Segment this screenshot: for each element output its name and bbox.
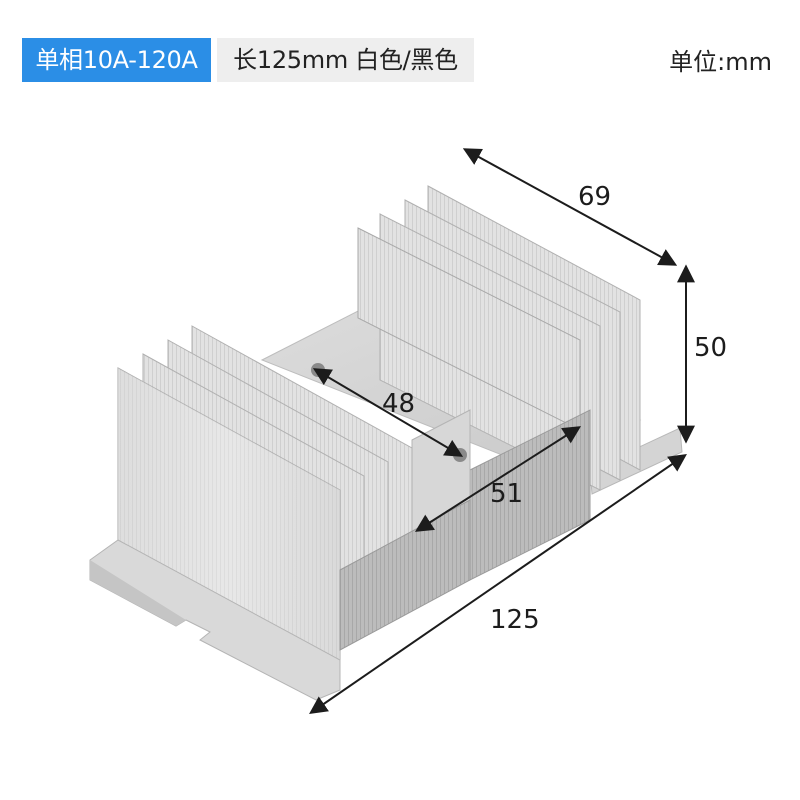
- depth-label: 69: [578, 182, 611, 212]
- spec-tag: 长125mm 白色/黑色: [217, 38, 474, 82]
- mount-width-label: 51: [490, 479, 523, 509]
- height-label: 50: [694, 333, 727, 363]
- unit-label: 单位:mm: [669, 48, 772, 76]
- dimension-lines: [309, 148, 695, 715]
- hole-spacing-label: 48: [382, 389, 415, 419]
- heatsink-body: [89, 185, 683, 701]
- length-label: 125: [490, 605, 540, 635]
- model-tag: 单相10A-120A: [22, 38, 211, 82]
- length-dimension-line: [309, 453, 687, 715]
- depth-dimension-line: [462, 148, 678, 266]
